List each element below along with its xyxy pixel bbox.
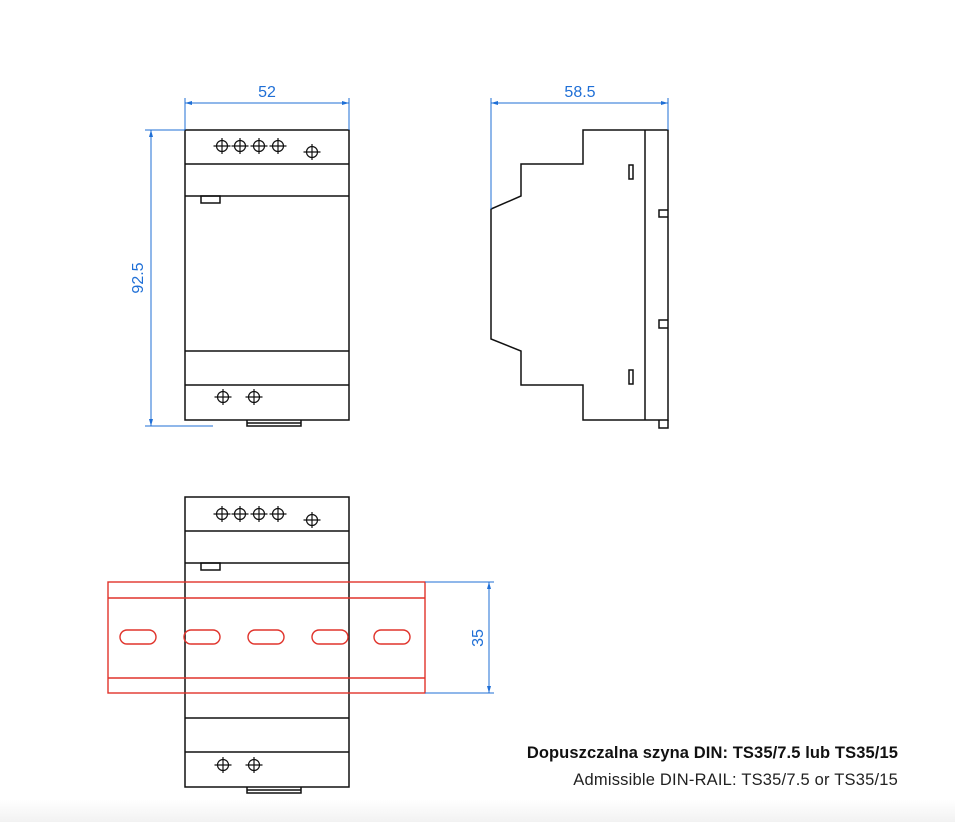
front-housing-outline [184,129,350,421]
mounted-led-window [200,562,221,571]
side-clip-tab [658,420,669,429]
side-depth-dimension [490,98,669,209]
front-top-terminal-screws [212,137,322,161]
height-label: 92.5 [130,262,147,293]
height-dimension [145,129,213,427]
din-rail-slot [119,629,157,645]
din-rail-slot [183,629,221,645]
caption-english: Admissible DIN-RAIL: TS35/7.5 or TS35/15 [573,771,898,789]
mounted-screw-icon [230,505,250,523]
side-housing-outline [490,129,669,421]
front-view [184,129,350,427]
side-view [490,129,669,429]
rail-height-dimension [425,581,494,694]
front-screw-icon [244,388,264,406]
mounted-adjust-screw-icon [302,511,322,529]
side-slot-bottom [628,369,634,385]
front-led-window [200,195,221,204]
din-rail-slot [373,629,411,645]
din-rail-outline [107,581,426,694]
din-rail [107,581,426,694]
front-screw-icon [213,388,233,406]
front-adjust-screw-icon [302,143,322,161]
front-screw-icon [230,137,250,155]
mounted-screw-icon [213,756,233,774]
mounted-screw-icon [249,505,269,523]
mounted-top-terminal-screws [212,505,322,529]
front-width-label: 52 [258,84,276,101]
front-screw-icon [249,137,269,155]
din-rail-slot [247,629,285,645]
footer-gradient [0,800,955,822]
mounted-screw-icon [268,505,288,523]
side-rail-hook-top [658,209,668,218]
mounted-bottom-terminal-screws [213,756,264,774]
din-rail-slot [311,629,349,645]
mounted-view [184,496,350,794]
rail-height-label: 35 [470,629,487,647]
side-depth-label: 58.5 [564,84,595,101]
side-rail-hook-bottom [658,319,668,329]
front-bottom-terminal-screws [213,388,264,406]
caption-polish: Dopuszczalna szyna DIN: TS35/7.5 lub TS3… [526,744,898,762]
mounted-screw-icon [212,505,232,523]
front-width-dimension [184,98,350,130]
mounted-screw-icon [244,756,264,774]
side-slot-top [628,164,634,180]
front-screw-icon [268,137,288,155]
mounted-housing-outline [184,496,350,788]
front-screw-icon [212,137,232,155]
